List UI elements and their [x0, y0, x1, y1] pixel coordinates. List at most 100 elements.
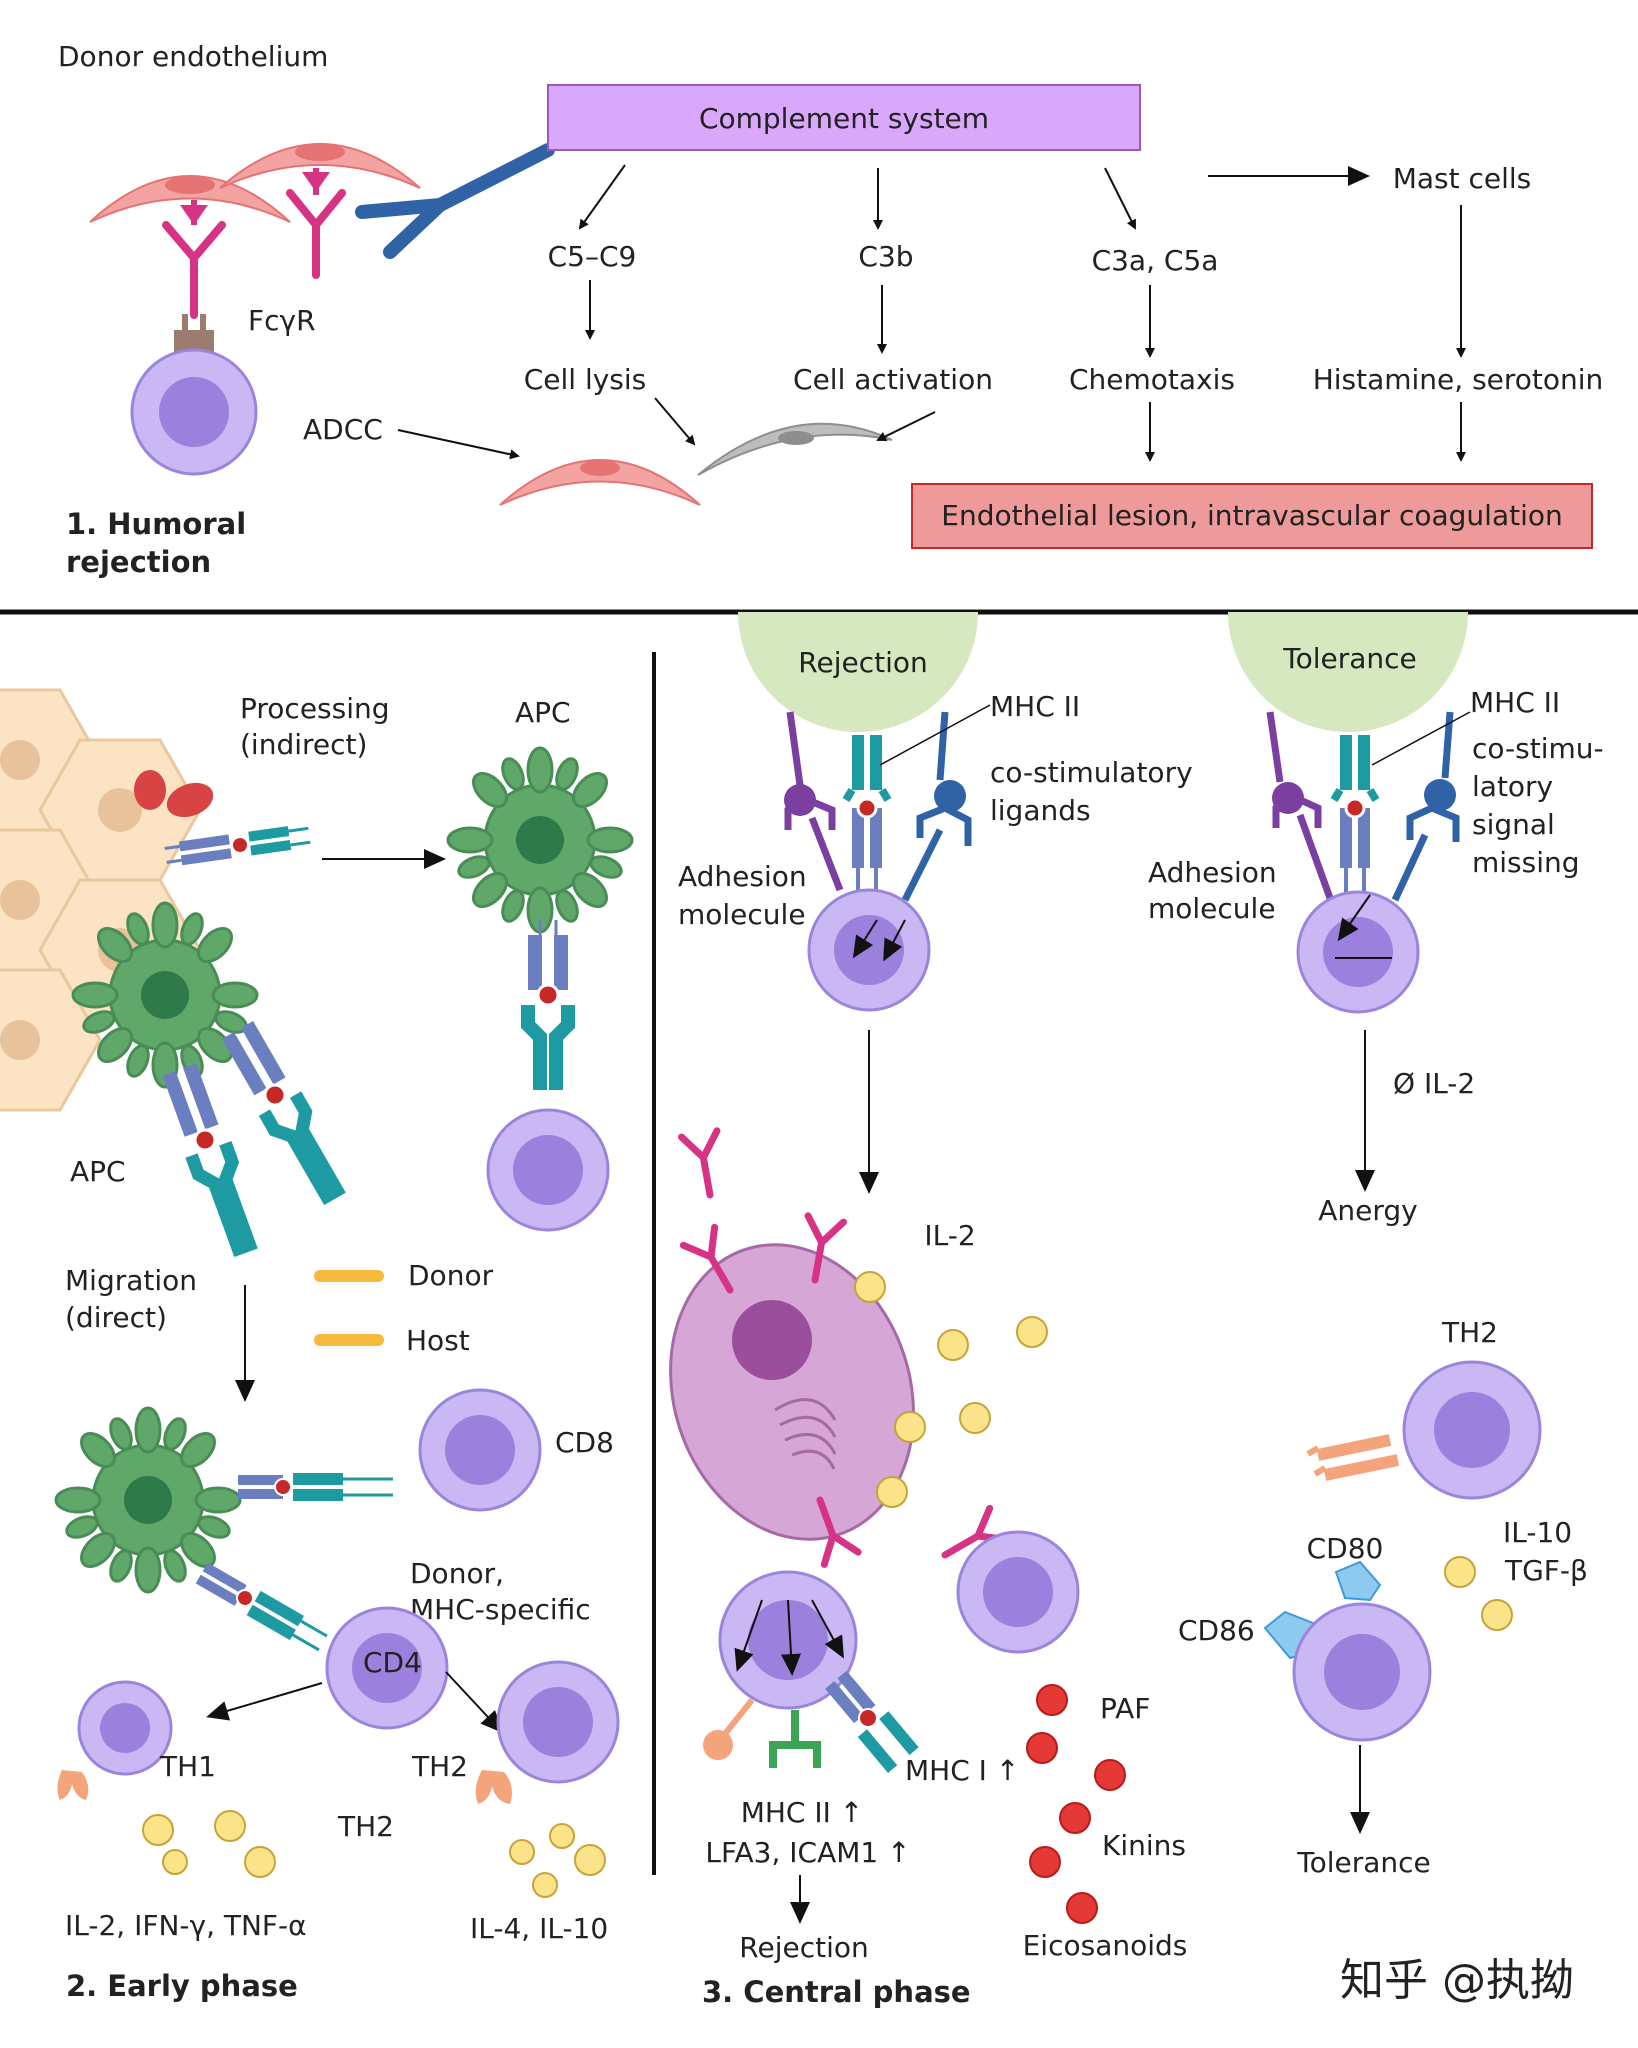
cd4-label: CD4	[363, 1646, 422, 1679]
cell-lysis-label: Cell lysis	[524, 363, 647, 396]
fcyr-label: FcγR	[248, 304, 316, 337]
tolerance-synapse	[1266, 711, 1460, 902]
chemotaxis-label: Chemotaxis	[1069, 363, 1235, 396]
th2-regulatory-receptor	[1306, 1434, 1400, 1481]
cd86-label: CD86	[1178, 1614, 1255, 1647]
th2-tolerance-label: TH2	[1441, 1316, 1498, 1349]
tolerance-apc-circle	[1228, 612, 1468, 732]
donor-antigen-1	[134, 770, 166, 810]
th2-cytokines	[509, 1823, 606, 1898]
endothelial-lesion-box	[911, 483, 1593, 549]
humoral-title-line2: rejection	[66, 545, 211, 579]
legend-donor-label: Donor	[408, 1259, 494, 1292]
il2-cytokines	[854, 1271, 1048, 1508]
processing-label-line1: Processing	[240, 692, 390, 725]
apc-cd8-tcr-complex	[238, 1473, 393, 1501]
plasma-cell	[669, 1243, 915, 1541]
th2-cytokines-label: IL-4, IL-10	[470, 1912, 608, 1945]
rejection-t-cell	[807, 888, 931, 1012]
donor-antigen-2	[166, 782, 214, 818]
th1-cytokines	[142, 1810, 276, 1878]
antibody-2	[286, 168, 346, 279]
complement-system-box	[547, 84, 1141, 151]
rejection-circle-label: Rejection	[798, 646, 927, 679]
lysed-endothelial-nucleus	[580, 460, 620, 476]
costim-label-line2: ligands	[990, 794, 1091, 827]
costim-missing-line1: co-stimu-	[1472, 732, 1604, 765]
apc-cd4-tcr-complex	[195, 1562, 328, 1652]
th2-mid-label: TH2	[337, 1810, 394, 1843]
adcc-label: ADCC	[303, 413, 383, 446]
th1-receptor	[57, 1770, 89, 1800]
th1-label: TH1	[159, 1750, 216, 1783]
adhesion-left-label-line2: molecule	[678, 898, 806, 931]
anergic-t-cell	[1296, 890, 1420, 1014]
indirect-tcr-complex	[521, 920, 575, 1090]
il10-label: IL-10	[1503, 1516, 1572, 1549]
tolerance-signal-arrow	[1337, 894, 1371, 942]
mhc2-left-label: MHC II	[990, 690, 1080, 723]
early-phase-title: 2. Early phase	[66, 1969, 298, 2003]
processing-label-line2: (indirect)	[240, 728, 367, 761]
central-phase-section: Rejection MHC II co-stimulatory ligands …	[669, 612, 1604, 2009]
th1-cell	[77, 1680, 173, 1776]
lfa3-head	[703, 1730, 733, 1760]
arrow-to-c3a	[1104, 167, 1136, 230]
direct-tcr-complex-2	[221, 1021, 346, 1206]
c3a-c5a-label: C3a, C5a	[1092, 244, 1219, 277]
histamine-label: Histamine, serotonin	[1313, 363, 1604, 396]
cd8-t-cell	[418, 1388, 542, 1512]
c5c9-label: C5–C9	[548, 240, 637, 273]
endothelial-nucleus-2	[295, 143, 345, 161]
c3b-label: C3b	[858, 240, 913, 273]
complement-c1-connector	[355, 143, 555, 259]
rejection-signal-arrow-2	[883, 919, 906, 962]
costim-label-line1: co-stimulatory	[990, 756, 1193, 789]
costim-missing-line2: latory	[1472, 770, 1553, 803]
watermark: 知乎 @执拗	[1340, 1955, 1574, 2006]
donor-endothelium-label: Donor endothelium	[58, 40, 328, 73]
th2-cell	[496, 1660, 620, 1784]
cytotoxic-arrow-1	[734, 1599, 763, 1672]
humoral-title-line1: 1. Humoral	[66, 507, 246, 541]
th2-regulatory-cell	[1402, 1360, 1542, 1500]
central-phase-title: 3. Central phase	[702, 1975, 971, 2009]
nk-cell	[130, 348, 258, 476]
legend-host-swatch	[314, 1334, 384, 1346]
migration-label-line1: Migration	[65, 1264, 197, 1297]
adhesion-right-label-line2: molecule	[1148, 892, 1276, 925]
cd80-label: CD80	[1307, 1532, 1384, 1565]
apc-top-label: APC	[515, 696, 571, 729]
mhc2-left-pointer	[879, 704, 991, 766]
arrow-cd4-to-th1	[206, 1682, 323, 1721]
no-il2-label: Ø IL-2	[1393, 1067, 1475, 1100]
mhc2-up-label: MHC II ↑	[741, 1796, 864, 1829]
cytotoxic-t-cell	[718, 1570, 858, 1710]
il10-tgfb-cytokines	[1444, 1556, 1513, 1631]
cell-activation-label: Cell activation	[793, 363, 993, 396]
endothelial-nucleus-1	[165, 176, 215, 194]
donor-mhc-label-line2: MHC-specific	[410, 1593, 591, 1626]
mhc1-up-label: MHC I ↑	[905, 1754, 1019, 1787]
arrow-lysis-to-cell	[654, 397, 696, 446]
apc-bottom	[54, 1406, 242, 1594]
rejection-synapse	[784, 711, 972, 902]
donor-mhc-label-line1: Donor,	[410, 1557, 504, 1590]
endothelial-cell-1	[89, 175, 291, 223]
lfa3-icam1-label: LFA3, ICAM1 ↑	[705, 1836, 910, 1869]
cytotoxic-arrow-3	[811, 1599, 844, 1659]
apc-indirect	[446, 746, 634, 934]
mast-cells-label: Mast cells	[1393, 162, 1532, 195]
tgfb-label: TGF-β	[1504, 1554, 1588, 1587]
th1-cytokines-label: IL-2, IFN-γ, TNF-α	[65, 1909, 307, 1942]
tolerance-t-cell	[1292, 1602, 1432, 1742]
rejection-signal-arrow-1	[852, 919, 878, 959]
th2-receptor	[475, 1770, 512, 1804]
paf-label: PAF	[1100, 1692, 1150, 1725]
costim-missing-line3: signal	[1472, 808, 1555, 841]
eicosanoids-label: Eicosanoids	[1023, 1929, 1188, 1962]
il2-label: IL-2	[924, 1219, 975, 1252]
mhc2-right-label: MHC II	[1470, 686, 1560, 719]
fcyr-receptor	[174, 314, 214, 352]
